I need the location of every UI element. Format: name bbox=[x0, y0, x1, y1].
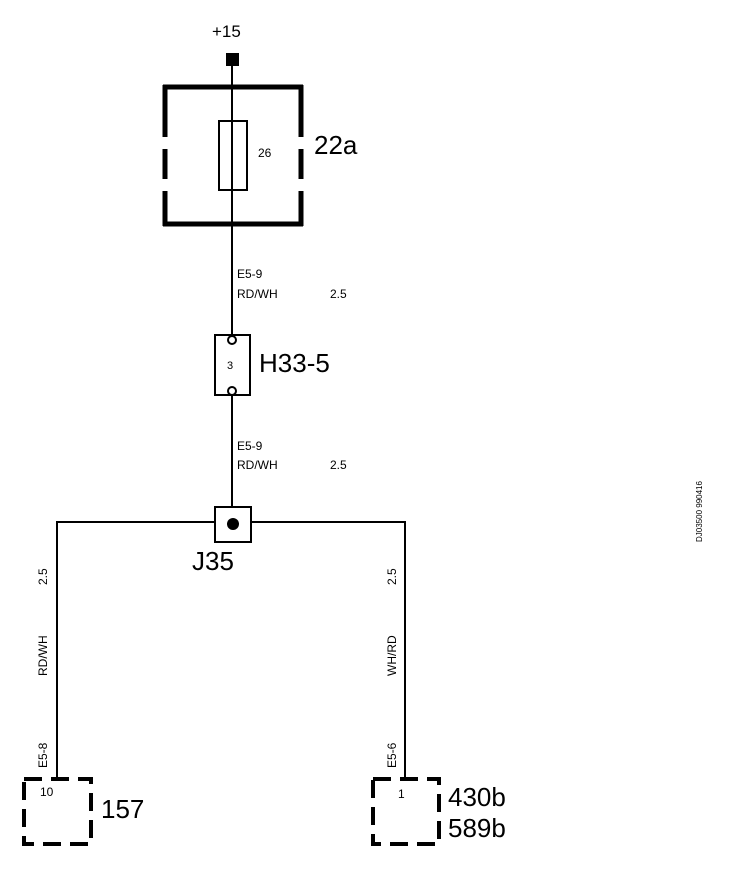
wire-middle-size: 2.5 bbox=[330, 458, 347, 472]
component-157-pin: 10 bbox=[40, 785, 54, 799]
junction-box bbox=[214, 506, 252, 543]
connector-pin-top bbox=[227, 335, 237, 345]
junction-dot bbox=[227, 518, 239, 530]
component-430b-pin: 1 bbox=[398, 787, 405, 801]
connector-id: H33-5 bbox=[259, 348, 330, 378]
drawing-reference: DJ03500 990416 bbox=[695, 481, 704, 542]
wire-left-color: RD/WH bbox=[36, 635, 50, 676]
wire-middle-code: E5-9 bbox=[237, 439, 263, 453]
fuse-box-id: 22a bbox=[314, 130, 358, 160]
wire-upper-color: RD/WH bbox=[237, 287, 278, 301]
junction-id: J35 bbox=[192, 546, 234, 576]
supply-terminal bbox=[226, 53, 239, 66]
component-157-box bbox=[22, 777, 93, 846]
fuse-box bbox=[162, 84, 304, 227]
wire-upper-size: 2.5 bbox=[330, 287, 347, 301]
wire-left-size: 2.5 bbox=[36, 568, 50, 585]
connector-pin-bottom bbox=[227, 386, 237, 396]
wire-upper-code: E5-9 bbox=[237, 267, 263, 281]
fuse-number: 26 bbox=[258, 146, 272, 160]
component-157-id: 157 bbox=[101, 794, 144, 824]
connector-pin-number: 3 bbox=[227, 360, 233, 372]
component-430b-id: 430b bbox=[448, 782, 506, 812]
wire-right-size: 2.5 bbox=[385, 568, 399, 585]
component-430b-box bbox=[371, 777, 441, 846]
connector-h33 bbox=[214, 334, 251, 396]
supply-label: +15 bbox=[212, 22, 241, 41]
wire-right-code: E5-6 bbox=[385, 742, 399, 768]
wire-left-code: E5-8 bbox=[36, 742, 50, 768]
wire-middle-color: RD/WH bbox=[237, 458, 278, 472]
component-589b-id: 589b bbox=[448, 813, 506, 843]
wire-right-color: WH/RD bbox=[385, 635, 399, 676]
